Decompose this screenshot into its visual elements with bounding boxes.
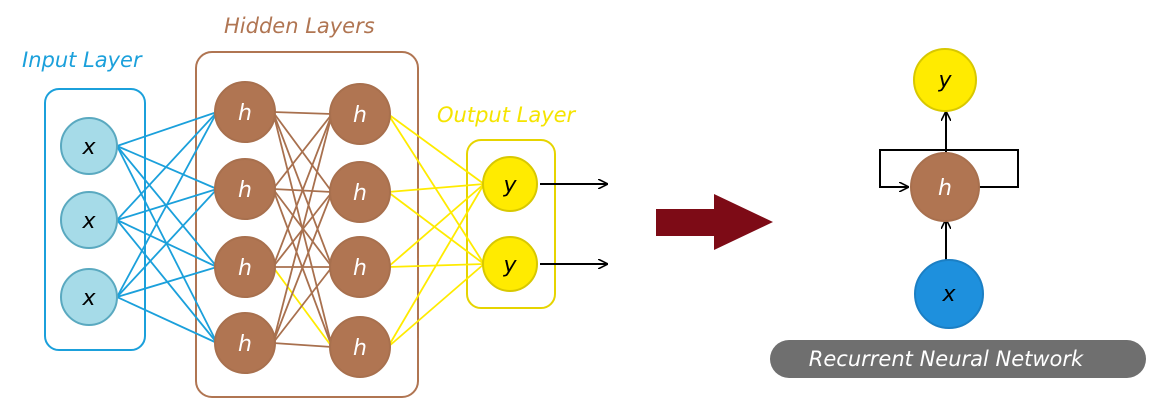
input-node-label: x bbox=[81, 286, 96, 311]
input-node bbox=[60, 191, 118, 249]
hidden-node bbox=[329, 316, 391, 378]
hidden-output-edge bbox=[387, 113, 485, 185]
hidden-node bbox=[214, 312, 276, 374]
input-hidden-edge bbox=[116, 145, 218, 268]
hidden-output-edge bbox=[387, 113, 485, 265]
hidden-hidden-edge bbox=[272, 342, 333, 348]
input-hidden-edge bbox=[116, 111, 218, 221]
hidden-node-label: h bbox=[238, 256, 252, 281]
hidden-hidden-connections bbox=[272, 111, 333, 348]
rnn-diagram: y h x bbox=[879, 48, 1019, 329]
input-node-label: x bbox=[81, 135, 96, 160]
hidden-hidden-edge bbox=[272, 113, 333, 268]
input-hidden-edge bbox=[116, 111, 218, 298]
input-hidden-edge bbox=[116, 266, 218, 298]
input-layer-label: Input Layer bbox=[22, 48, 143, 72]
hidden-node-label: h bbox=[238, 332, 252, 357]
hidden-hidden-edge bbox=[272, 113, 333, 344]
input-hidden-connections bbox=[116, 111, 218, 344]
rnn-output-node-label: y bbox=[937, 68, 952, 93]
hidden-node-label: h bbox=[238, 178, 252, 203]
hidden-layers-label: Hidden Layers bbox=[224, 14, 375, 38]
hidden-node bbox=[329, 161, 391, 223]
rnn-output-node bbox=[913, 48, 977, 112]
hidden-layers-box bbox=[195, 51, 419, 398]
hidden-output-edge bbox=[387, 183, 485, 348]
hidden-output-edge bbox=[387, 183, 485, 268]
rnn-caption-pill bbox=[770, 340, 1146, 378]
input-hidden-edge bbox=[116, 145, 218, 190]
hidden-hidden-edge bbox=[272, 111, 333, 115]
output-node-label: y bbox=[502, 173, 517, 198]
input-hidden-edge bbox=[116, 111, 218, 147]
hidden-node bbox=[329, 236, 391, 298]
output-node-label: y bbox=[502, 253, 517, 278]
output-node bbox=[482, 236, 538, 292]
input-hidden-edge bbox=[116, 188, 218, 298]
hidden-node-label: h bbox=[238, 101, 252, 126]
hidden-output-edge bbox=[387, 183, 485, 193]
hidden-node-label: h bbox=[353, 336, 367, 361]
input-node-label: x bbox=[81, 209, 96, 234]
output-layer-box bbox=[466, 139, 556, 309]
network-nodes: x x x h h h h h h h h y y bbox=[60, 81, 538, 378]
transform-arrow bbox=[656, 194, 773, 250]
hidden-output-connections bbox=[387, 113, 485, 348]
input-layer-box bbox=[44, 88, 146, 351]
hidden-node bbox=[214, 81, 276, 143]
hidden-node-label: h bbox=[353, 256, 367, 281]
recurrent-loop bbox=[879, 149, 1019, 187]
rnn-hidden-node bbox=[910, 152, 980, 222]
hidden-node bbox=[329, 83, 391, 145]
rnn-caption: Recurrent Neural Network bbox=[809, 347, 1084, 371]
hidden-node-label: h bbox=[353, 103, 367, 128]
hidden-hidden-edge bbox=[272, 113, 333, 190]
input-node bbox=[60, 117, 118, 175]
hidden-hidden-edge bbox=[272, 266, 333, 348]
hidden-output-edge bbox=[387, 263, 485, 348]
output-layer-label: Output Layer bbox=[437, 103, 577, 127]
input-node bbox=[60, 268, 118, 326]
hidden-node bbox=[214, 158, 276, 220]
output-node bbox=[482, 156, 538, 212]
rnn-hidden-node-label: h bbox=[938, 176, 952, 201]
input-hidden-edge bbox=[116, 145, 218, 344]
hidden-hidden-edge bbox=[272, 266, 333, 344]
hidden-hidden-edge bbox=[272, 191, 333, 344]
hidden-node-label: h bbox=[353, 181, 367, 206]
input-hidden-edge bbox=[116, 296, 218, 344]
hidden-output-edge bbox=[387, 191, 485, 265]
hidden-node bbox=[214, 236, 276, 298]
rnn-input-node bbox=[914, 259, 984, 329]
rnn-input-node-label: x bbox=[941, 282, 956, 307]
